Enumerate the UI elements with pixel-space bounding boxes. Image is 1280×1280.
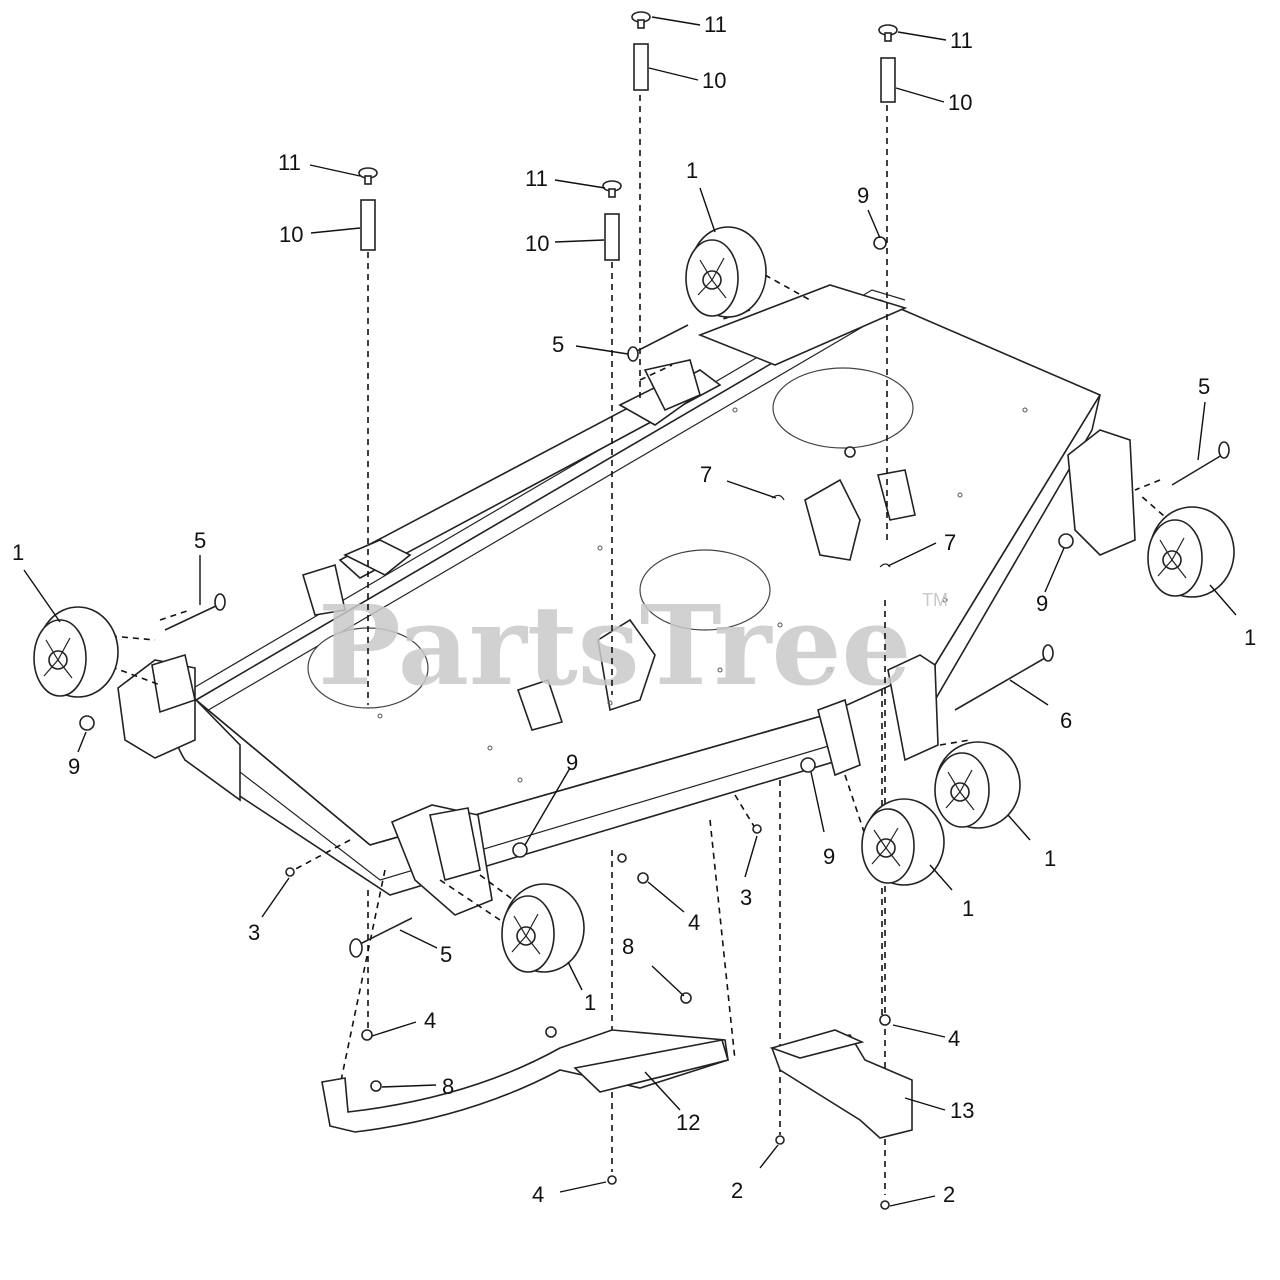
callout-4: 4 <box>688 910 700 935</box>
callout-2: 2 <box>943 1182 955 1207</box>
callout-1: 1 <box>1044 846 1056 871</box>
deck-holes <box>377 407 1028 783</box>
callout-5: 5 <box>440 942 452 967</box>
callout-9: 9 <box>823 844 835 869</box>
callout-13: 13 <box>950 1098 974 1123</box>
callout-8: 8 <box>442 1074 454 1099</box>
callout-1: 1 <box>686 158 698 183</box>
callout-5: 5 <box>1198 374 1210 399</box>
spacers-and-caps <box>358 11 898 261</box>
baffle-12 <box>321 1029 730 1133</box>
callout-1: 1 <box>584 990 596 1015</box>
baffle-13 <box>769 1029 913 1139</box>
callout-5: 5 <box>552 332 564 357</box>
callout-4: 4 <box>424 1008 436 1033</box>
bolts-and-pins <box>79 236 1230 1210</box>
gauge-wheel-front-left <box>501 883 585 973</box>
mower-deck-shell <box>117 284 1136 916</box>
callout-9: 9 <box>1036 591 1048 616</box>
callout-2: 2 <box>731 1178 743 1203</box>
callout-4: 4 <box>948 1026 960 1051</box>
callout-9: 9 <box>857 183 869 208</box>
callout-10: 10 <box>702 68 726 93</box>
callout-labels: 11 10 11 10 11 10 11 10 1 9 5 5 1 7 7 1 … <box>12 12 1256 1207</box>
callout-1: 1 <box>12 540 24 565</box>
callout-11: 11 <box>278 150 301 175</box>
callout-4: 4 <box>532 1182 544 1207</box>
callout-1: 1 <box>1244 625 1256 650</box>
gauge-wheel-left <box>33 606 119 698</box>
callout-3: 3 <box>248 920 260 945</box>
callout-8: 8 <box>622 934 634 959</box>
callout-10: 10 <box>279 222 303 247</box>
callout-1: 1 <box>962 896 974 921</box>
callout-3: 3 <box>740 885 752 910</box>
gauge-wheel-front-right-rear <box>934 741 1021 829</box>
callout-9: 9 <box>566 750 578 775</box>
watermark-text: PartsTree <box>318 581 912 710</box>
callout-9: 9 <box>68 754 80 779</box>
watermark-trademark: TM <box>922 590 948 610</box>
callout-7: 7 <box>700 462 712 487</box>
gauge-wheel-right <box>1147 506 1235 598</box>
callout-7: 7 <box>944 530 956 555</box>
callout-11: 11 <box>525 166 548 191</box>
callout-5: 5 <box>194 528 206 553</box>
leader-lines <box>23 16 1237 1207</box>
gauge-wheels <box>33 226 1235 973</box>
callout-10: 10 <box>948 90 972 115</box>
callout-11: 11 <box>704 12 727 37</box>
callout-11: 11 <box>950 28 973 53</box>
callout-12: 12 <box>676 1110 700 1135</box>
callout-6: 6 <box>1060 708 1072 733</box>
gauge-wheel-front-right <box>861 798 945 886</box>
gauge-wheel-top <box>685 226 767 318</box>
callout-10: 10 <box>525 231 549 256</box>
